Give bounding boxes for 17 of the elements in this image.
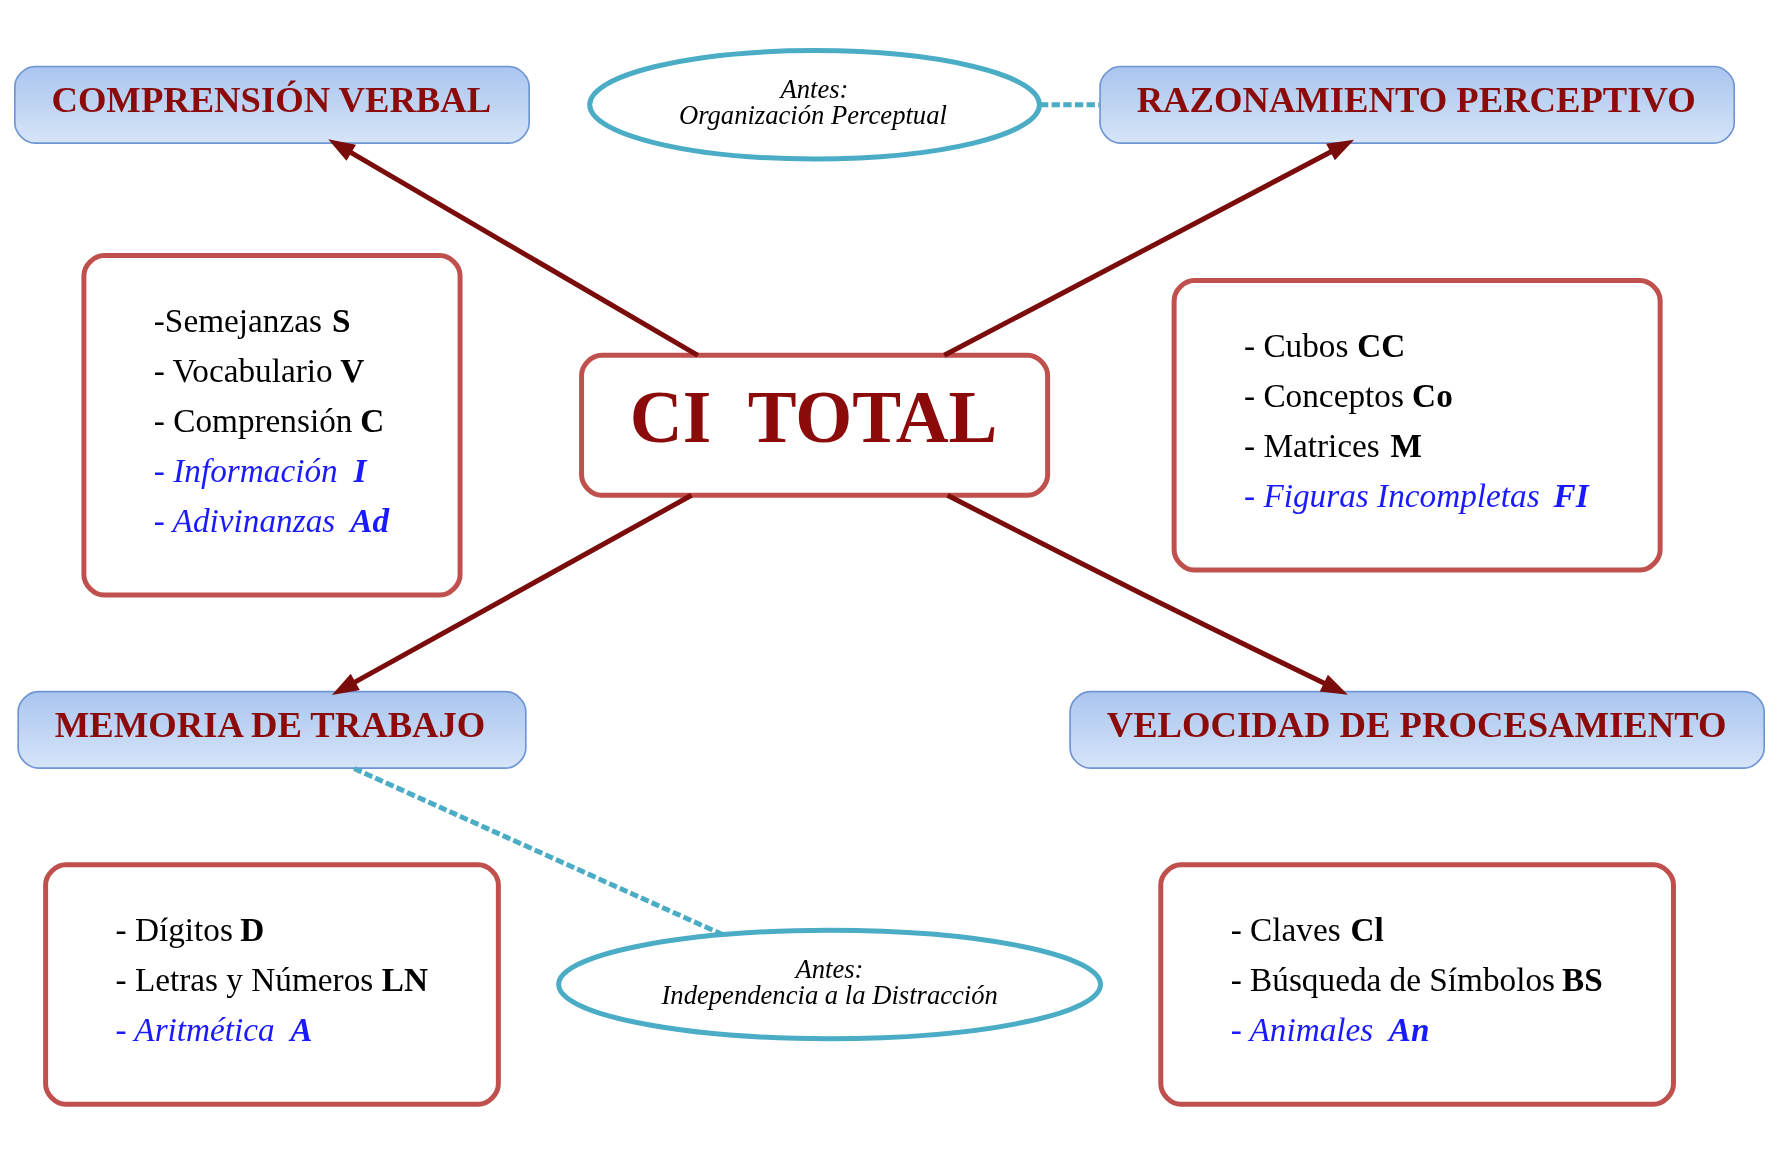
arrow (328, 138, 700, 357)
node-ellipse: Antes: Independencia a la Distracción (556, 927, 1103, 1041)
node-box: COMPRENSIÓN VERBAL (14, 65, 530, 144)
connector (352, 765, 724, 937)
node-box: MEMORIA DE TRABAJO (17, 690, 527, 769)
node-box: VELOCIDAD DE PROCESAMIENTO (1069, 690, 1765, 769)
arrow (943, 139, 1355, 358)
connector (1039, 101, 1100, 107)
node-box: CI TOTAL (579, 352, 1051, 498)
node-box: - Claves Cl - Búsqueda de Símbolos BS - Animales An (1158, 861, 1676, 1107)
node-box: - Dígitos D - Letras y Números LN - Aritmética A (43, 861, 501, 1107)
node-ellipse: Antes: Organización Perceptual (587, 47, 1042, 161)
node-box: - Cubos CC - Conceptos Co - Matrices M - Figuras Incompletas FI (1171, 277, 1663, 573)
node-box: -Semejanzas S - Vocabulario V - Comprensión C - Información I - Adivinanzas Ad (81, 252, 463, 597)
node-box: RAZONAMIENTO PERCEPTIVO (1099, 65, 1736, 144)
arrow (331, 492, 693, 695)
arrow (946, 492, 1348, 695)
